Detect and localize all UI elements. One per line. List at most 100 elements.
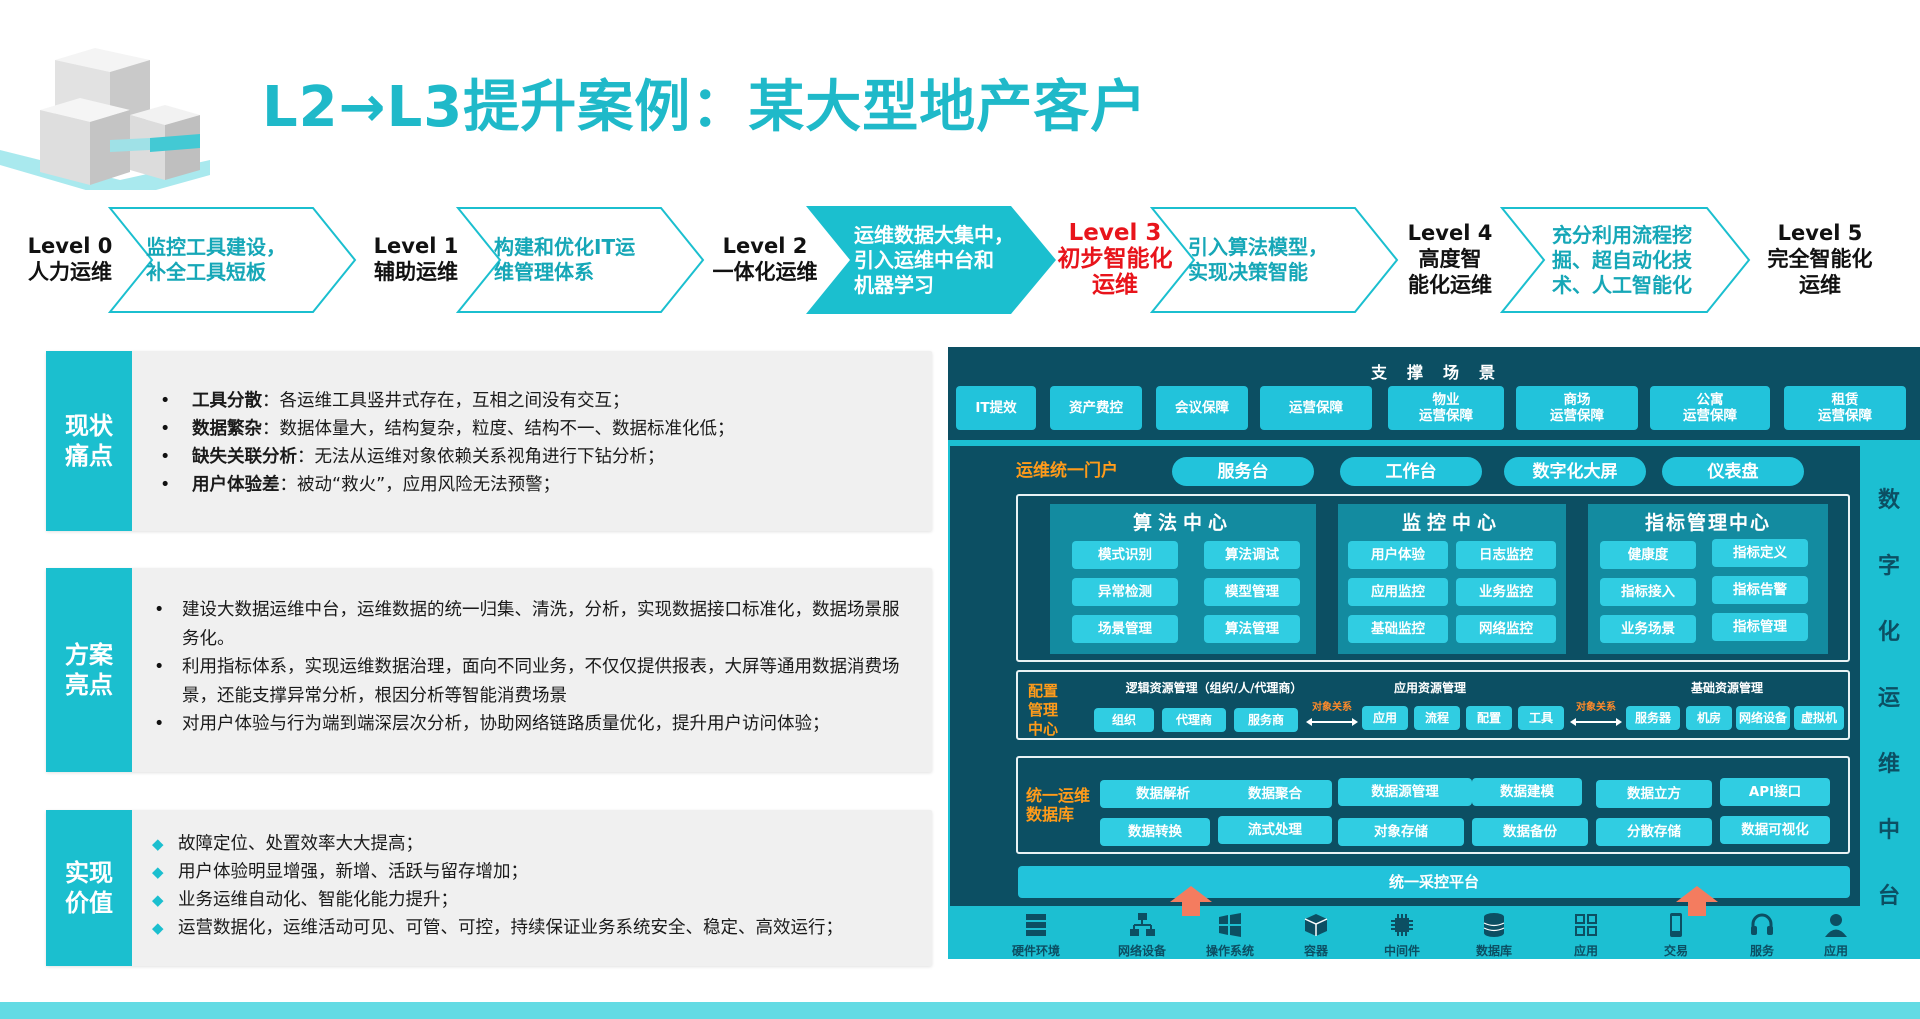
list-item: 数据繁杂：数据体量大，结构复杂，粒度、结构不一、数据标准化低； bbox=[150, 415, 914, 443]
list-item: 缺失关联分析：无法从运维对象依赖关系视角进行下钻分析； bbox=[150, 443, 914, 471]
list-item: 对用户体验与行为端到端深层次分析，协助网络链路质量优化，提升用户访问体验； bbox=[150, 710, 914, 739]
monitor-item: 用户体验 bbox=[1348, 541, 1448, 569]
database-frame bbox=[1016, 756, 1850, 854]
resource-hardware: 硬件环境 bbox=[996, 912, 1076, 959]
base-item: 虚拟机 bbox=[1794, 706, 1844, 730]
chip-icon bbox=[1391, 914, 1413, 936]
headset-icon bbox=[1751, 913, 1773, 935]
support-item: 公寓 运营保障 bbox=[1650, 386, 1770, 430]
windows-icon bbox=[1219, 913, 1241, 937]
mobile-phone-icon bbox=[1670, 913, 1682, 937]
relation-label-2: 对象关系 bbox=[1576, 702, 1616, 713]
base-item: 机房 bbox=[1686, 706, 1732, 730]
resource-middleware: 中间件 bbox=[1362, 912, 1442, 959]
list-item: 工具分散：各运维工具竖井式存在，互相之间没有交互； bbox=[150, 387, 914, 415]
resource-service: 服务 bbox=[1722, 912, 1802, 959]
list-item: 故障定位、处置效率大大提高； bbox=[150, 830, 914, 858]
algo-item: 异常检测 bbox=[1072, 578, 1178, 606]
support-item: 会议保障 bbox=[1156, 386, 1248, 430]
solution-list: 建设大数据运维中台，运维数据的统一归集、清洗，分析，实现数据接口标准化，数据场景… bbox=[150, 596, 914, 739]
support-title: 支 撑 场 景 bbox=[1370, 363, 1497, 382]
app-item: 应用 bbox=[1362, 706, 1408, 730]
resource-database: 数据库 bbox=[1454, 912, 1534, 959]
logic-item: 代理商 bbox=[1162, 708, 1226, 732]
portal-dashboard: 仪表盘 bbox=[1662, 457, 1804, 486]
metric-item: 业务场景 bbox=[1600, 615, 1696, 643]
monitor-item: 日志监控 bbox=[1456, 541, 1556, 569]
support-item: 商场 运营保障 bbox=[1516, 386, 1638, 430]
portal-label: 运维统一门户 bbox=[1016, 461, 1118, 481]
relation-label-1: 对象关系 bbox=[1312, 702, 1352, 713]
algo-item: 算法调试 bbox=[1204, 541, 1300, 569]
db-item: 数据聚合 bbox=[1218, 780, 1332, 808]
support-item: 运营保障 bbox=[1260, 386, 1372, 430]
app-grid-icon bbox=[1575, 914, 1597, 936]
db-item: 数据备份 bbox=[1472, 818, 1588, 846]
support-item: 资产费控 bbox=[1050, 386, 1142, 430]
algo-center-title: 算法中心 bbox=[1132, 512, 1233, 534]
resource-application: 应用 bbox=[1546, 912, 1626, 959]
double-arrow-icon bbox=[1306, 712, 1358, 726]
monitor-item: 业务监控 bbox=[1456, 578, 1556, 606]
collect-platform: 统一采控平台 bbox=[1018, 866, 1850, 898]
db-item: 数据立方 bbox=[1596, 780, 1712, 808]
config-label: 配置 管理 中心 bbox=[1028, 682, 1059, 738]
resource-transaction: 交易 bbox=[1636, 912, 1716, 959]
resource-container: 容器 bbox=[1276, 912, 1356, 959]
logic-resource-title: 逻辑资源管理（组织/人/代理商） bbox=[1125, 681, 1303, 695]
resource-user-app: 应用 bbox=[1796, 912, 1876, 959]
support-item: 物业 运营保障 bbox=[1388, 386, 1504, 430]
db-item: 数据转换 bbox=[1100, 818, 1210, 846]
app-item: 配置 bbox=[1466, 706, 1512, 730]
algo-item: 算法管理 bbox=[1204, 615, 1300, 643]
step-chevron-2: 构建和优化IT运维管理体系 bbox=[456, 206, 706, 314]
step-chevron-4: 引入算法模型，实现决策智能 bbox=[1150, 206, 1400, 314]
portal-workbench: 工作台 bbox=[1340, 457, 1482, 486]
cube-icon bbox=[1304, 914, 1328, 936]
metric-item: 指标接入 bbox=[1600, 578, 1696, 606]
vertical-label-digital-platform: 数字化运维中台 bbox=[1877, 488, 1900, 909]
metric-item: 指标定义 bbox=[1712, 539, 1808, 567]
db-item: 对象存储 bbox=[1338, 818, 1464, 846]
status-tag: 现状痛点 bbox=[46, 351, 132, 531]
monitor-center-title: 监控中心 bbox=[1401, 512, 1502, 534]
cube-logo-icon bbox=[0, 40, 210, 200]
metric-item: 指标告警 bbox=[1712, 576, 1808, 604]
app-resource-title: 应用资源管理 bbox=[1393, 681, 1466, 695]
metric-item: 指标管理 bbox=[1712, 613, 1808, 641]
metric-item: 健康度 bbox=[1600, 541, 1696, 569]
base-item: 服务器 bbox=[1626, 706, 1680, 730]
list-item: 建设大数据运维中台，运维数据的统一归集、清洗，分析，实现数据接口标准化，数据场景… bbox=[150, 596, 914, 653]
solution-tag: 方案亮点 bbox=[46, 568, 132, 772]
database-icon bbox=[1483, 913, 1505, 937]
list-item: 利用指标体系，实现运维数据治理，面向不同业务，不仅仅提供报表，大屏等通用数据消费… bbox=[150, 653, 914, 710]
db-item: 数据解析 bbox=[1100, 780, 1226, 808]
value-tag: 实现价值 bbox=[46, 810, 132, 966]
config-frame bbox=[1016, 670, 1850, 740]
support-item: 租赁 运营保障 bbox=[1784, 386, 1906, 430]
up-arrow-icon bbox=[1170, 886, 1212, 916]
up-arrow-icon bbox=[1676, 886, 1718, 916]
footer-bar bbox=[0, 1002, 1920, 1019]
list-item: 运营数据化，运维活动可见、可管、可控，持续保证业务系统安全、稳定、高效运行； bbox=[150, 914, 914, 942]
algo-item: 场景管理 bbox=[1072, 615, 1178, 643]
centers-frame bbox=[1016, 494, 1850, 662]
monitor-item: 基础监控 bbox=[1348, 615, 1448, 643]
monitor-item: 应用监控 bbox=[1348, 578, 1448, 606]
db-item: 分散存储 bbox=[1596, 818, 1712, 846]
resource-network: 网络设备 bbox=[1102, 912, 1182, 959]
support-item: IT提效 bbox=[956, 386, 1036, 430]
list-item: 用户体验明显增强，新增、活跃与留存增加； bbox=[150, 858, 914, 886]
step-chevron-1: 监控工具建设，补全工具短板 bbox=[108, 206, 358, 314]
network-icon bbox=[1130, 913, 1155, 936]
portal-big-screen: 数字化大屏 bbox=[1504, 457, 1646, 486]
db-item: 数据建模 bbox=[1472, 778, 1582, 806]
app-item: 流程 bbox=[1414, 706, 1460, 730]
